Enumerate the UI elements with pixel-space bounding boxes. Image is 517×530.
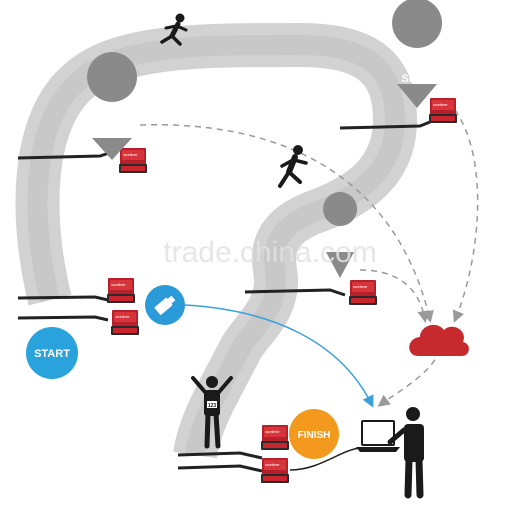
device-finish-a: [261, 425, 289, 450]
svg-text:START: START: [34, 348, 70, 360]
link-mid-cloud: [359, 269, 430, 323]
cloud-icon: [409, 324, 469, 356]
person-icon: [387, 407, 424, 499]
svg-text:FINISH: FINISH: [298, 430, 331, 441]
link-cloud-laptop: [377, 349, 441, 407]
device-start-b: [111, 310, 139, 335]
map-pin-icon: [323, 192, 358, 226]
svg-text:racetimer: racetimer: [115, 315, 130, 319]
svg-text:racetimer: racetimer: [433, 103, 448, 107]
timing-mats: [17, 120, 431, 473]
split-marker-21k: 21K SPLIT: [392, 0, 442, 108]
split-marker-mid: [323, 192, 358, 278]
bib-number: 123: [208, 403, 217, 409]
svg-text:racetimer: racetimer: [123, 153, 138, 157]
map-pin-icon: [392, 0, 442, 48]
svg-text:racetimer: racetimer: [265, 430, 280, 434]
device-mid: [349, 280, 377, 305]
mat-finish-b: [177, 464, 263, 473]
mat-finish-a: [177, 451, 263, 460]
link-21k-cloud: [452, 109, 479, 323]
mat-21k: [339, 120, 431, 130]
finish-badge: FINISH: [289, 409, 339, 459]
laptop-cable: [289, 447, 361, 471]
mat-start-a: [17, 295, 109, 302]
device-labels: racetimer racetimer racetimer racetimer …: [111, 103, 448, 467]
svg-text:racetimer: racetimer: [111, 283, 126, 287]
race-bib: [207, 401, 217, 408]
runner-icon: [160, 13, 188, 46]
dashed-connections: [139, 109, 479, 407]
split-21k-line1: 21K: [407, 60, 427, 72]
split-21k-line2: SPLIT: [401, 73, 432, 85]
device-start-a: [107, 278, 135, 303]
device-10k: [119, 148, 147, 173]
start-badge: START: [26, 327, 78, 379]
laptop-icon: [356, 420, 400, 452]
split-marker-10k: 10K SPLIT: [87, 52, 138, 160]
svg-text:racetimer: racetimer: [353, 285, 368, 289]
usb-stick-icon: [145, 285, 185, 325]
mat-mid: [244, 288, 346, 297]
race-course-road: [15, 22, 418, 459]
split-10k-line1: 10K: [102, 113, 122, 125]
runner-icon-2: [278, 145, 308, 188]
watermark-text: trade.china.com: [163, 236, 376, 269]
svg-text:racetimer: racetimer: [265, 463, 280, 467]
mat-start-b: [17, 315, 109, 322]
link-10k-cloud: [139, 124, 434, 323]
usb-data-link: [184, 304, 374, 408]
device-21k: [429, 98, 457, 123]
split-10k-line2: SPLIT: [96, 126, 127, 138]
map-pin-icon: [87, 52, 138, 102]
device-finish-b: [261, 458, 289, 483]
